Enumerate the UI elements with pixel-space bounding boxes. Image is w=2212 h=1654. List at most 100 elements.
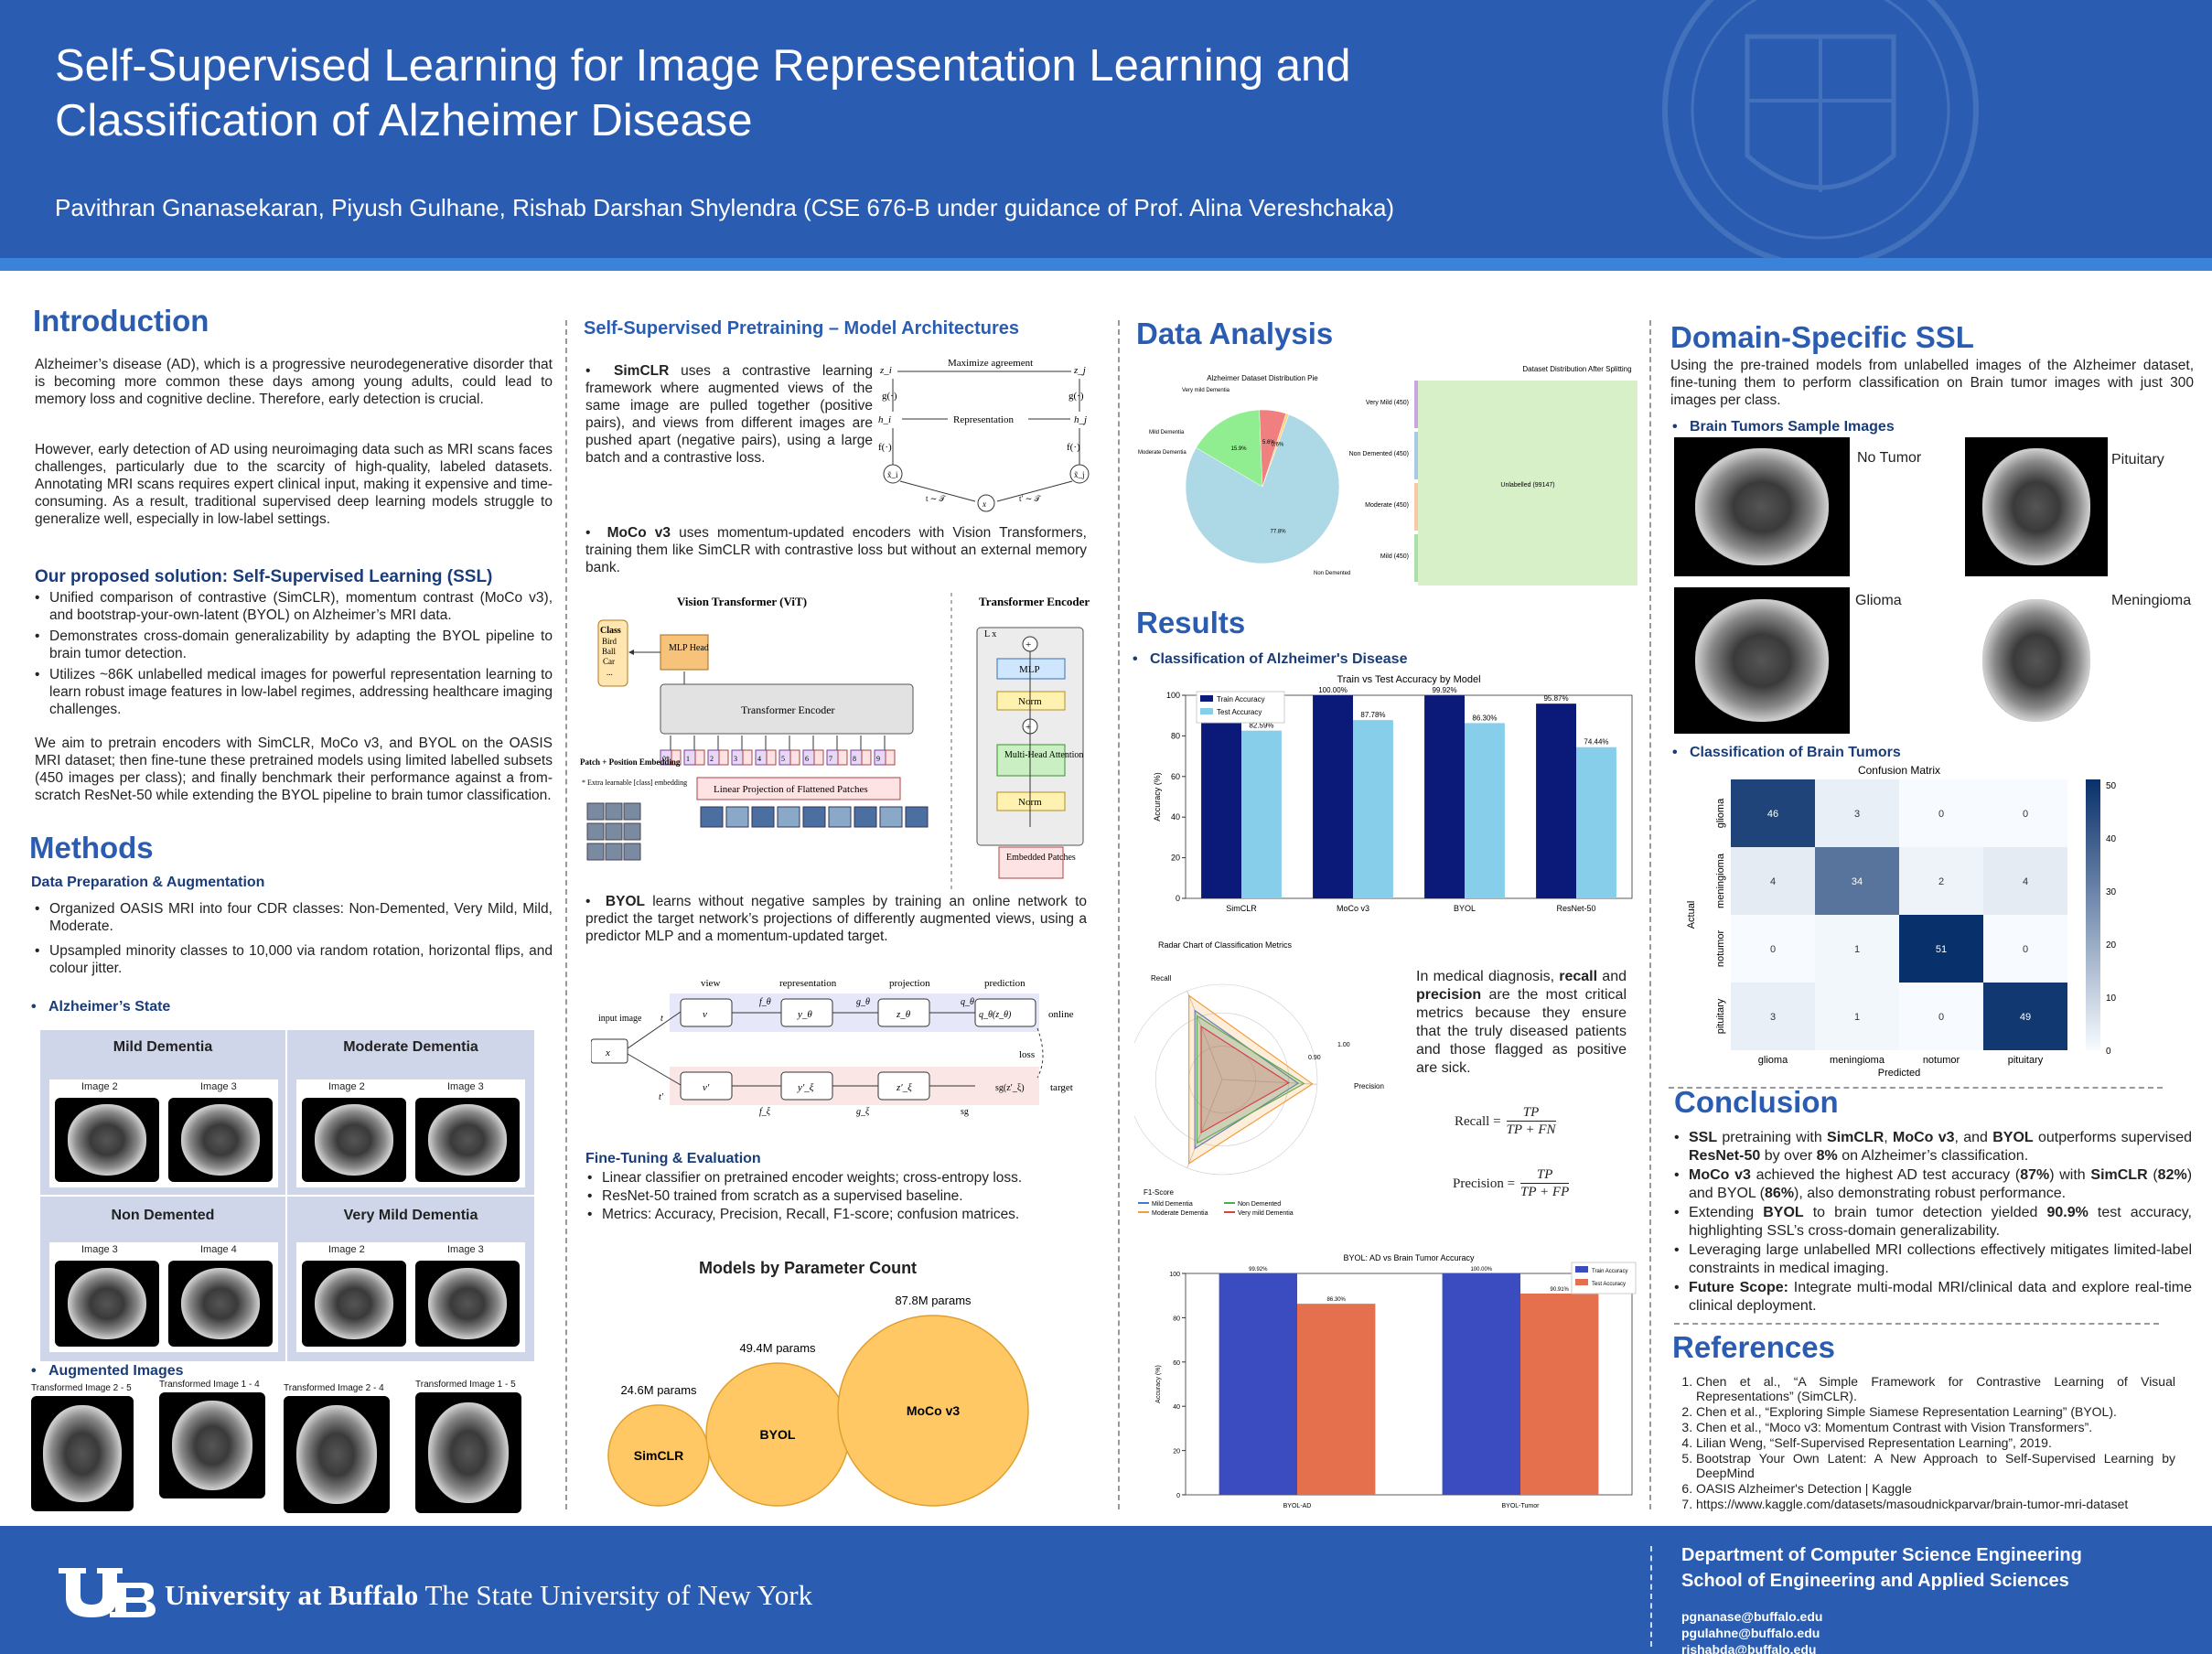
ub-logo-icon [59,1568,156,1617]
cm-cell [1731,983,1815,1050]
legend-label: Train Accuracy [1592,1269,1627,1274]
param-count-label: 49.4M params [739,1341,816,1355]
email[interactable]: pgnanase@buffalo.edu [1681,1609,1823,1624]
y-tick-label: 40 [1173,1404,1180,1411]
cm-cell-value: 4 [1770,876,1776,887]
vit-source-image-tile [623,822,641,841]
cm-y-label: pituitary [1715,998,1726,1034]
svg-text:MLP: MLP [1019,664,1040,675]
section-divider [1669,1087,2163,1089]
tumor-label: No Tumor [1857,450,1922,466]
pie-slice-value: 15.9% [1231,446,1248,452]
param-bubble-label: BYOL [760,1427,796,1442]
cm-ylabel: Actual [1686,901,1697,929]
bar [1219,1273,1297,1495]
svg-text:online: online [1048,1009,1074,1020]
email[interactable]: pgulahne@buffalo.edu [1681,1626,1820,1640]
methods-title: Methods [29,831,154,865]
reference-item: Chen et al., “Exploring Simple Siamese R… [1696,1404,2175,1419]
svg-text:z′_ξ: z′_ξ [896,1082,912,1093]
x-tick-label: MoCo v3 [1337,904,1369,913]
radar-axis-label: Precision [1354,1082,1384,1090]
y-tick-label: 0 [1176,894,1180,903]
email[interactable]: rishabda@buffalo.edu [1681,1642,1817,1654]
tumor-cls-title: • Classification of Brain Tumors [1672,745,1901,760]
mri-image [302,1261,406,1347]
aug-title: • Augmented Images [31,1363,184,1379]
reference-item: Chen et al., “Moco v3: Momentum Contrast… [1696,1420,2175,1434]
y-axis-label: Accuracy (%) [1153,772,1162,822]
vit-image-patch [802,806,826,828]
svg-text:prediction: prediction [984,978,1025,989]
reference-item[interactable]: https://www.kaggle.com/datasets/masoudni… [1696,1497,2175,1511]
cm-cell [1899,983,1983,1050]
reference-item: Chen et al., “A Simple Framework for Con… [1696,1374,2175,1403]
solution-item: Unified comparison of contrastive (SimCL… [33,589,553,624]
header-accent-band [0,258,2212,271]
conclusion-item: MoCo v3 achieved the highest AD test acc… [1672,1166,2192,1203]
y-tick-label: 20 [1171,854,1180,863]
reference-item: Lilian Weng, “Self-Supervised Representa… [1696,1435,2175,1450]
svg-text:Representation: Representation [953,414,1014,425]
cm-y-label: meningioma [1715,853,1726,908]
augmented-image [415,1392,521,1513]
prep-list: Organized OASIS MRI into four CDR classe… [33,900,553,981]
reference-item: Bootstrap Your Own Latent: A New Approac… [1696,1451,2175,1480]
y-tick-label: 40 [1171,812,1180,822]
radar-title: Radar Chart of Classification Metrics [1158,940,1293,950]
svg-text:f(·): f(·) [878,442,892,453]
vit-patch-token [837,749,848,766]
svg-text:y_θ: y_θ [797,1009,812,1020]
pie-slice-value: 5.6% [1262,440,1275,446]
svg-text:+: + [1025,639,1031,650]
augmented-image [159,1392,265,1498]
conclusion-item: SSL pretraining with SimCLR, MoCo v3, an… [1672,1129,2192,1165]
cm-cell [1815,779,1899,847]
vit-token-label: 8 [853,755,856,763]
svg-text:L x: L x [984,629,996,639]
prep-item: Organized OASIS MRI into four CDR classe… [33,900,553,935]
authors: Pavithran Gnanasekaran, Piyush Gulhane, … [55,194,1395,221]
mri-image [415,1261,520,1347]
intro-paragraph-1: Alzheimer’s disease (AD), which is a pro… [35,357,553,407]
vit-token-label: 2 [710,755,714,763]
column-divider-2 [1118,320,1120,1509]
bar [1201,722,1241,898]
reference-item: OASIS Alzheimer's Detection | Kaggle [1696,1481,2175,1496]
state-label: Mild Dementia [113,1039,213,1055]
bar-value-label: 100.00% [1318,686,1348,694]
y-axis-label: Accuracy (%) [1155,1365,1162,1403]
prep-item: Upsampled minority classes to 10,000 via… [33,942,553,977]
cm-cell [1731,779,1815,847]
vit-token-label: 0* [662,755,670,763]
radar-tick: 1.00 [1337,1042,1350,1048]
vit-source-image-tile [586,802,605,821]
unlabelled-label: Unlabelled (99147) [1500,482,1554,489]
byol-diagram: view representation projection predictio… [591,978,1074,1117]
tumor-label: Meningioma [2111,593,2192,608]
bar-value-label: 99.92% [1432,686,1456,694]
radar-axis-label: Recall [1151,974,1171,983]
svg-text:v: v [703,1009,707,1020]
vit-patch-token [694,749,705,766]
y-tick-label: 100 [1166,691,1180,700]
bar [1576,746,1616,898]
vit-image-patch [777,806,800,828]
cm-cell-value: 2 [1938,876,1944,887]
pie-label: Very mild Dementia [1182,388,1230,393]
simclr-desc: • SimCLR uses a contrastive learning fra… [585,363,873,466]
svg-text:f_θ: f_θ [759,997,771,1007]
svg-text:* Extra learnable [class] embe: * Extra learnable [class] embedding [582,779,687,787]
radar-legend-label: Very mild Dementia [1238,1210,1294,1217]
bar [1520,1293,1599,1495]
augmented-image [284,1396,390,1513]
svg-text:v′: v′ [703,1082,710,1093]
svg-text:loss: loss [1019,1049,1035,1060]
y-tick-label: 80 [1171,731,1180,740]
split-label: Non Demented (450) [1349,451,1409,457]
cm-cell-value: 49 [2020,1012,2031,1023]
augmented-images: Transformed Image 2 - 5 Transformed Imag… [31,1380,543,1519]
legend-swatch [1575,1279,1588,1285]
pie-slice [1185,414,1340,564]
param-count-label: 87.8M params [895,1294,972,1307]
